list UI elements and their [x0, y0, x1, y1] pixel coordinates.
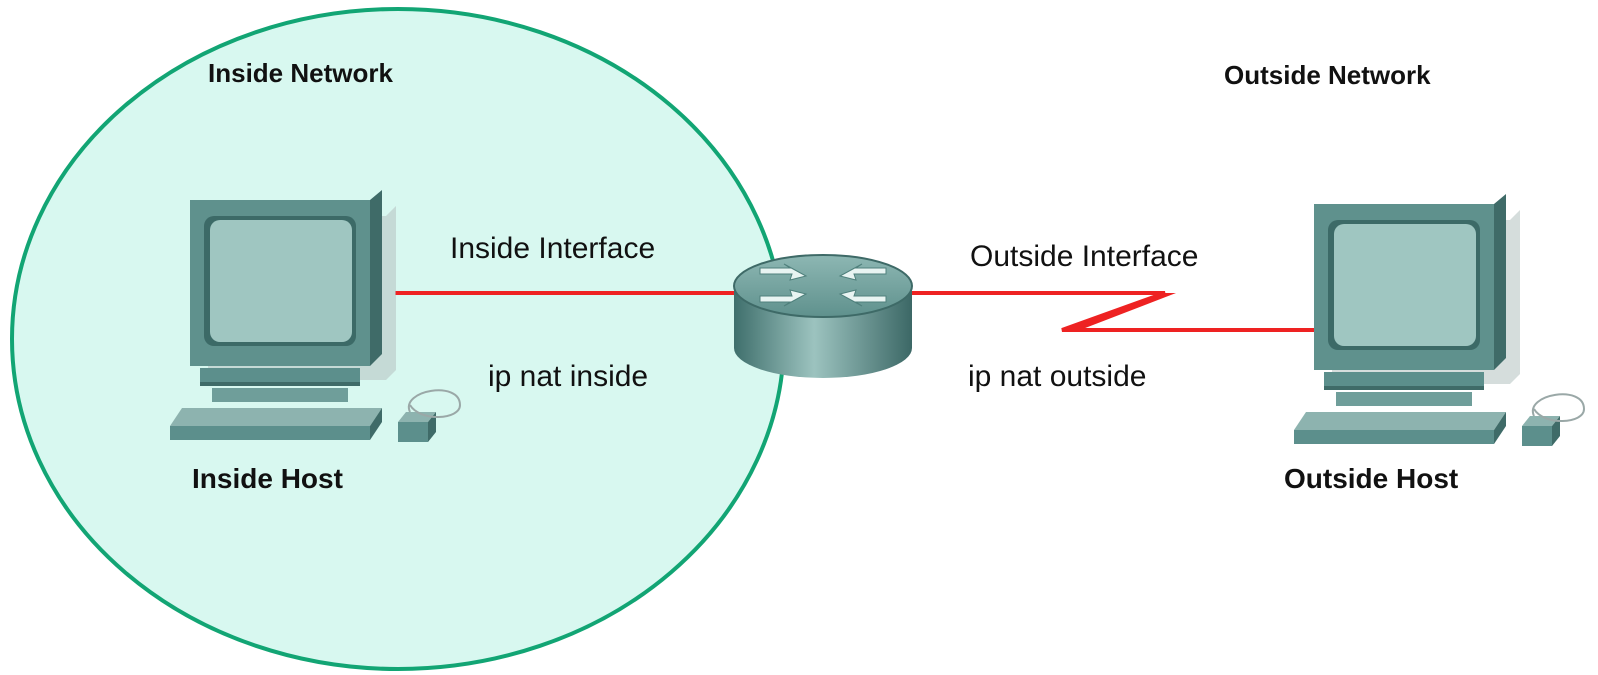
- outside-host-label: Outside Host: [1284, 463, 1458, 494]
- ip-nat-outside-label: ip nat outside: [968, 360, 1146, 393]
- outside-interface-label: Outside Interface: [970, 240, 1198, 273]
- router-icon: [733, 254, 913, 378]
- inside-interface-label: Inside Interface: [450, 232, 655, 265]
- inside-network-label: Inside Network: [208, 58, 393, 88]
- inside-network-zone: [10, 7, 786, 671]
- outside-network-label: Outside Network: [1224, 60, 1431, 90]
- outside-host-computer-icon: [1293, 193, 1585, 447]
- inside-host-label: Inside Host: [192, 463, 343, 494]
- ip-nat-inside-label: ip nat inside: [488, 360, 648, 393]
- outside-serial-link: [905, 291, 1318, 332]
